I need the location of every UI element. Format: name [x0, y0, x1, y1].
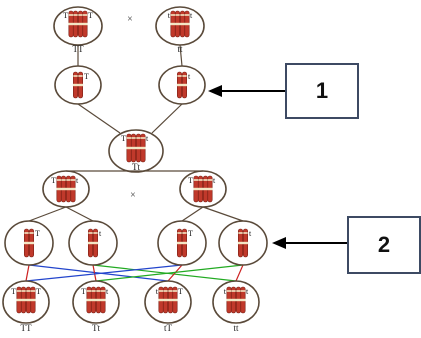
allele-label: T [51, 176, 56, 185]
allele-label: T [178, 287, 183, 296]
allele-label: T [63, 11, 68, 20]
allele-label: T [188, 176, 193, 185]
gamete-right: t [158, 65, 206, 105]
connector-line [28, 206, 67, 222]
connector-line [151, 103, 183, 134]
connector-line [25, 264, 30, 282]
allele-label: T [188, 229, 193, 238]
f2-genotype-4: tt [233, 323, 239, 333]
connector-line [95, 264, 244, 282]
connector-line [181, 206, 204, 222]
parent-left-genotype: TT [73, 44, 84, 54]
connector-line [179, 44, 183, 67]
allele-label: t [224, 287, 227, 296]
callout-label-1: 1 [315, 78, 329, 103]
allele-label: t [249, 229, 252, 238]
allele-label: t [146, 134, 149, 143]
allele-label: t [246, 287, 249, 296]
callout-box-1: 1 [285, 63, 359, 119]
allele-label: T [81, 287, 86, 296]
connector-line [25, 264, 183, 282]
cross-symbol-top: × [127, 14, 133, 25]
f1-genotype: Tt [132, 162, 140, 172]
f1-gamete-2: t [68, 220, 118, 266]
f1-gamete-3: T [157, 220, 207, 266]
allele-label: t [190, 11, 193, 20]
allele-label: t [106, 287, 109, 296]
connector-lines [25, 44, 244, 282]
f2-genotype-2: Tt [92, 323, 100, 333]
allele-label: T [88, 11, 93, 20]
allele-label: T [36, 287, 41, 296]
allele-label: t [168, 11, 171, 20]
allele-label: T [35, 229, 40, 238]
arrow-2 [272, 237, 347, 249]
allele-label: T [121, 134, 126, 143]
connector-line [92, 264, 97, 282]
f2-genotype-1: TT [21, 323, 32, 333]
callout-label-2: 2 [377, 232, 391, 257]
parent-right-genotype: tt [177, 44, 183, 54]
allele-label: t [213, 176, 216, 185]
f1-gamete-4: t [218, 220, 268, 266]
gamete-left: T [54, 65, 102, 105]
f2-genotype-3: tT [164, 323, 173, 333]
cross-symbol-middle: × [130, 190, 136, 201]
arrow-1 [208, 85, 285, 97]
allele-label: t [188, 72, 191, 81]
allele-label: T [84, 72, 89, 81]
callout-box-2: 2 [347, 216, 421, 274]
allele-label: T [11, 287, 16, 296]
connector-line [235, 264, 244, 282]
connector-line [202, 206, 244, 222]
allele-label: t [76, 176, 79, 185]
f1-gamete-1: T [4, 220, 54, 266]
connector-line [77, 103, 121, 134]
allele-label: t [99, 229, 102, 238]
connector-line [65, 206, 94, 222]
allele-label: t [156, 287, 159, 296]
